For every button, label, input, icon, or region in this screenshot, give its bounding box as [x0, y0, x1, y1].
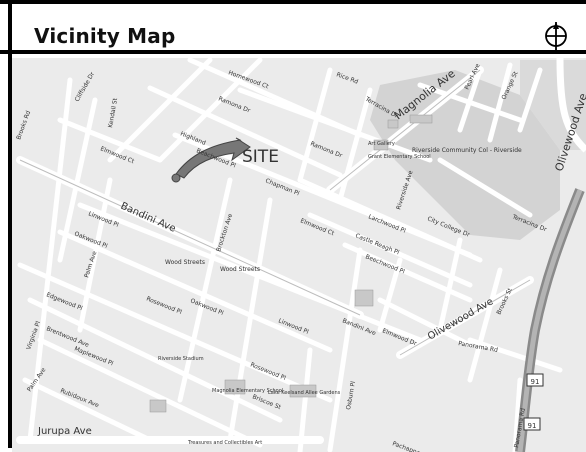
svg-text:91: 91: [531, 378, 540, 386]
poi-label: Riverside Stadium: [158, 356, 204, 362]
street-label: Osburn Pl: [345, 380, 357, 410]
map-area[interactable]: 91 91 SITE Magnol: [12, 58, 586, 452]
poi-label: Treasures and Collectibles Art: [187, 440, 262, 446]
street-label: Pachappa: [391, 440, 421, 452]
freeway-shield: 91: [526, 373, 544, 387]
map-header: Vicinity Map: [0, 4, 586, 54]
street-label: Wood Streets: [220, 266, 260, 273]
poi-label: Grant Elementary School: [368, 154, 431, 160]
top-border: [0, 0, 586, 4]
map-canvas[interactable]: 91 91 SITE Magnol: [12, 58, 586, 452]
site-marker: [171, 137, 251, 183]
poi-label: Riverside Community Col - Riverside: [412, 147, 522, 154]
poi-label: Lake Keelsand Allee Gardens: [268, 390, 341, 396]
road-label-jurupa: Jurupa Ave: [37, 426, 92, 437]
poi-label: Magnolia Elementary School: [212, 388, 283, 394]
north-arrow-icon: [545, 22, 567, 50]
poi-label: Art Gallery: [368, 141, 395, 147]
street-label: Wood Streets: [165, 259, 205, 266]
site-label: SITE: [242, 147, 279, 167]
map-title: Vicinity Map: [34, 24, 176, 48]
freeway-shield: 91: [523, 417, 541, 431]
svg-text:91: 91: [528, 422, 537, 430]
left-border: [8, 4, 12, 448]
